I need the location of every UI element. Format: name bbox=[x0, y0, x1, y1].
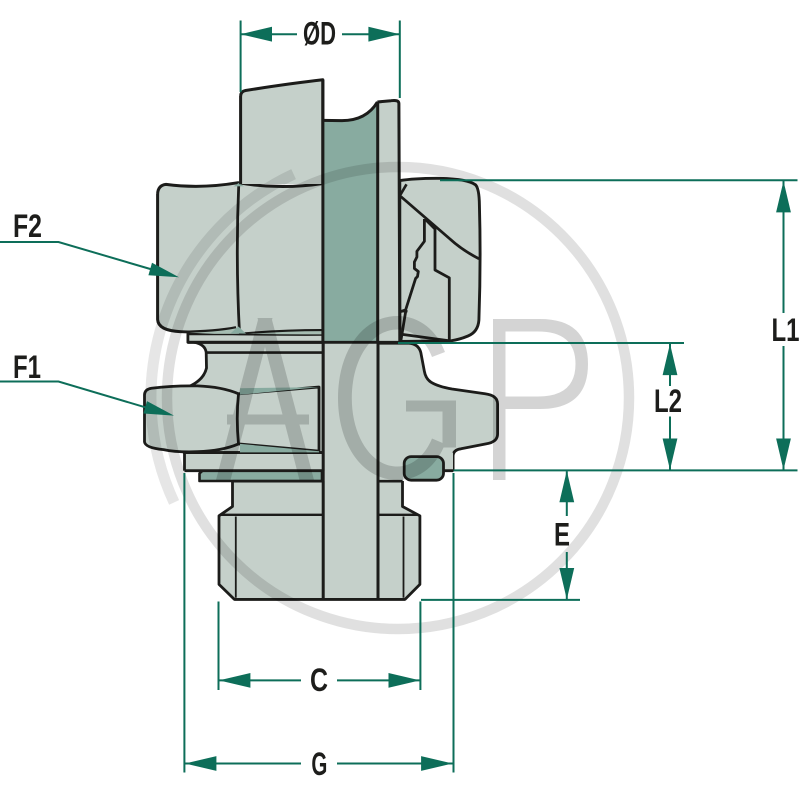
svg-text:E: E bbox=[554, 517, 570, 553]
svg-text:L2: L2 bbox=[654, 383, 682, 419]
svg-text:ØD: ØD bbox=[303, 15, 336, 51]
svg-text:F1: F1 bbox=[13, 349, 41, 385]
svg-text:C: C bbox=[310, 662, 328, 698]
svg-text:F2: F2 bbox=[13, 208, 42, 244]
svg-text:G: G bbox=[311, 746, 327, 782]
svg-text:L1: L1 bbox=[772, 312, 800, 348]
